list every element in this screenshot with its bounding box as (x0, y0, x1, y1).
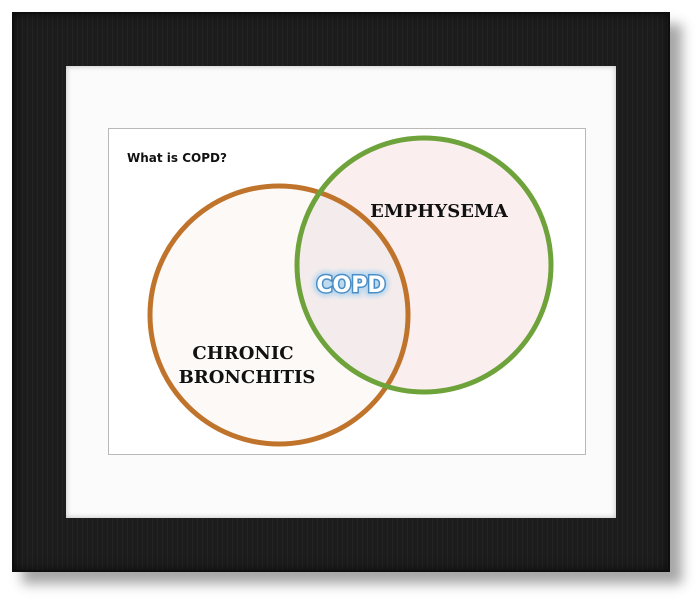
diagram-print: What is COPD? EMPHYSEMA CHRONIC BRONCHIT… (108, 128, 586, 455)
chronic-bronchitis-circle (147, 183, 411, 447)
emphysema-label: EMPHYSEMA (370, 201, 509, 222)
chronic-bronchitis-label-line1: CHRONIC (192, 343, 293, 364)
copd-label-glow: COPD (316, 273, 385, 298)
copd-label: COPD (316, 273, 385, 298)
emphysema-circle (294, 135, 554, 395)
diagram-title: What is COPD? (127, 151, 227, 165)
venn-diagram: What is COPD? EMPHYSEMA CHRONIC BRONCHIT… (127, 135, 554, 447)
chronic-bronchitis-label-line2: BRONCHITIS (179, 367, 316, 388)
copd-label-outline: COPD (316, 273, 385, 298)
